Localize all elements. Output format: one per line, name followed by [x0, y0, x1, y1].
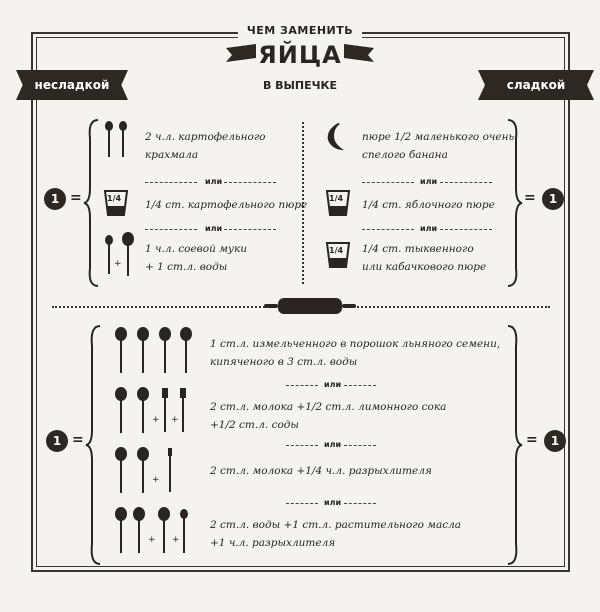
- right-brace-icon: [507, 119, 523, 287]
- dash-common-3b: [344, 503, 376, 504]
- title-main: ЯЙЦА: [258, 41, 342, 69]
- dash-savory-1a: [145, 182, 197, 183]
- or-common-2: или: [324, 440, 342, 449]
- dash-common-2b: [344, 445, 376, 446]
- dash-sweet-2a: [362, 229, 414, 230]
- number-circle-savory: 1: [44, 188, 66, 210]
- cup-icon: [103, 190, 129, 216]
- title-block: ЧЕМ ЗАМЕНИТЬ ЯЙЦА В ВЫПЕЧКЕ: [238, 14, 362, 110]
- dash-savory-2a: [145, 229, 197, 230]
- dash-savory-2b: [224, 229, 276, 230]
- right-brace-icon: [507, 325, 523, 565]
- rolling-pin-icon: [264, 298, 356, 314]
- or-common-1: или: [324, 380, 342, 389]
- dash-sweet-1b: [440, 182, 492, 183]
- dash-common-1a: [286, 385, 318, 386]
- cup-label-sweet-1: 1/4: [329, 194, 344, 203]
- horizontal-divider-right: [350, 306, 550, 308]
- sweet-ribbon: сладкой: [478, 70, 594, 100]
- milk-baking-powder-icon: +: [115, 447, 172, 493]
- cup-icon: [325, 242, 351, 268]
- dash-sweet-2b: [440, 229, 492, 230]
- dash-savory-1b: [224, 182, 276, 183]
- or-sweet-1: или: [420, 177, 438, 186]
- water-oil-baking-powder-icon: + +: [115, 507, 188, 553]
- banana-icon: [327, 123, 344, 150]
- number-circle-common-right: 1: [544, 430, 566, 452]
- left-brace-icon: [83, 119, 99, 287]
- vertical-divider: [302, 122, 304, 284]
- title-ribbon-right-icon: [344, 44, 374, 62]
- equals-common-right: =: [526, 432, 538, 448]
- sweet-label: сладкой: [506, 78, 566, 92]
- common-option-3: 2 ст.л. молока +1/4 ч.л. разрыхлителя: [210, 465, 432, 477]
- svg-text:+: +: [152, 475, 160, 485]
- number-circle-common-left: 1: [46, 430, 68, 452]
- tablespoons-soda-icon: + +: [115, 387, 186, 433]
- left-brace-icon: [85, 325, 101, 565]
- svg-text:+: +: [114, 259, 122, 269]
- or-common-3: или: [324, 498, 342, 507]
- savory-option-3: 1 ч.л. соевой муки + 1 ст.л. воды: [145, 243, 248, 273]
- savory-option-2: 1/4 ст. картофельного пюре: [145, 199, 308, 211]
- sweet-option-2: 1/4 ст. яблочного пюре: [362, 199, 495, 211]
- sweet-option-1: пюре 1/2 маленького очень спелого банана: [362, 131, 515, 161]
- equals-savory: =: [70, 190, 82, 206]
- common-option-4: 2 ст.л. воды +1 ст.л. растительного масл…: [210, 519, 462, 549]
- common-option-2: 2 ст.л. молока +1/2 ст.л. лимонного сока…: [210, 401, 447, 431]
- cup-icon: [325, 190, 351, 216]
- dash-common-2a: [286, 445, 318, 446]
- sweet-option-3: 1/4 ст. тыквенного или кабачкового пюре: [362, 243, 487, 273]
- equals-sweet: =: [524, 190, 536, 206]
- cup-label-savory: 1/4: [107, 194, 122, 203]
- or-savory-2: или: [205, 224, 223, 233]
- teaspoon-plus-tablespoon-icon: +: [105, 232, 134, 276]
- dash-common-1b: [344, 385, 376, 386]
- svg-text:+: +: [148, 535, 156, 545]
- horizontal-divider-left: [52, 306, 272, 308]
- equals-common-left: =: [72, 432, 84, 448]
- savory-option-1: 2 ч.л. картофельного крахмала: [145, 131, 266, 161]
- two-teaspoons-icon: [105, 121, 127, 157]
- common-option-1: 1 ст.л. измельченного в порошок льняного…: [210, 338, 501, 368]
- dash-sweet-1a: [362, 182, 414, 183]
- svg-text:+: +: [171, 415, 179, 425]
- dash-common-3a: [286, 503, 318, 504]
- title-ribbon-left-icon: [226, 44, 256, 62]
- svg-text:+: +: [152, 415, 160, 425]
- cup-label-sweet-2: 1/4: [329, 246, 344, 255]
- or-savory-1: или: [205, 177, 223, 186]
- savory-label: несладкой: [34, 78, 110, 92]
- svg-text:+: +: [172, 535, 180, 545]
- four-tablespoons-icon: [115, 327, 192, 373]
- savory-ribbon: несладкой: [16, 70, 128, 100]
- or-sweet-2: или: [420, 224, 438, 233]
- number-circle-sweet: 1: [542, 188, 564, 210]
- title-sub: В ВЫПЕЧКЕ: [262, 79, 338, 92]
- title-top: ЧЕМ ЗАМЕНИТЬ: [246, 24, 354, 37]
